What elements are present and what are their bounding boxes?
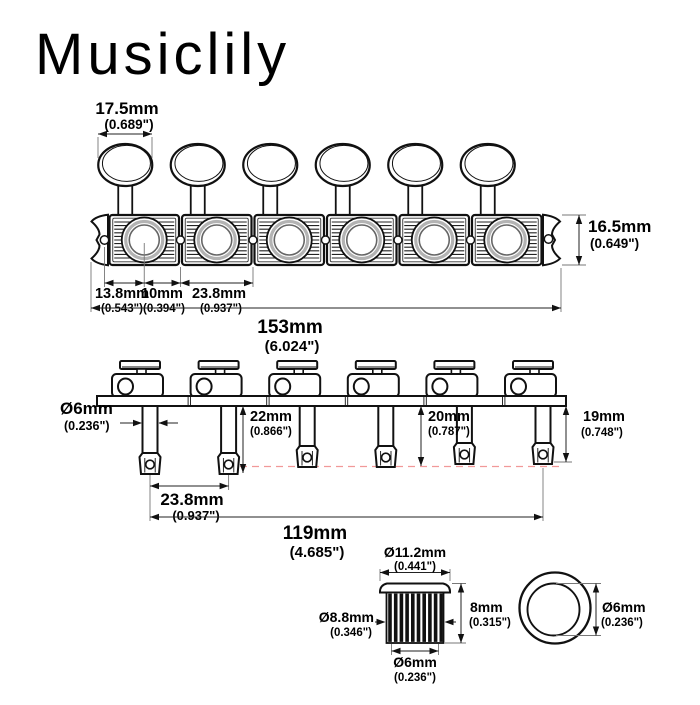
tuner-top-3: [241, 142, 326, 267]
tuner-top-5: [386, 142, 471, 267]
dim-post-height-20: 20mm (0.787"): [417, 406, 470, 466]
dim-bushing-head-in: (0.441"): [394, 561, 436, 573]
plate-end-screw-left: [99, 235, 110, 245]
dim-post-height-22-in: (0.866"): [250, 426, 292, 438]
dim-plate-height-mm: 16.5mm: [588, 217, 651, 236]
tuner-top-4: [314, 142, 399, 267]
dim-segment-width-in: (0.937"): [200, 303, 242, 315]
tuner-front-5: [425, 360, 479, 398]
dim-bushing-height-in: (0.315"): [469, 617, 511, 629]
top-view: [90, 142, 562, 267]
dim-button-width-in: (0.689"): [104, 117, 153, 132]
bushing-cap: [379, 582, 451, 594]
string-post-4: [374, 405, 398, 468]
dim-button-width-mm: 17.5mm: [95, 99, 158, 118]
bushing-side-view: [379, 582, 451, 644]
string-post-2: [217, 405, 241, 475]
dim-post-diameter-in: (0.236"): [64, 419, 110, 433]
tuner-top-1: [96, 142, 181, 267]
dim-post-height-20-in: (0.787"): [428, 426, 470, 438]
dim-bushing-body-in: (0.346"): [330, 627, 372, 639]
dim-post-spacing-mm: 23.8mm: [160, 490, 223, 509]
string-post-5: [452, 405, 476, 465]
dim-bushing-height-mm: 8mm: [470, 599, 503, 615]
tuner-front-4: [346, 360, 400, 398]
dim-bushing-top-bore-in: (0.236"): [601, 617, 643, 629]
dim-span-in: (4.685"): [290, 544, 345, 561]
dim-bushing-head-mm: Ø11.2mm: [384, 544, 446, 560]
dim-screw-offset-mm: 13.8mm: [95, 286, 149, 302]
tuner-top-6: [459, 142, 544, 267]
tuner-front-6: [504, 360, 557, 398]
dim-bushing-top-bore: Ø6mm (0.236"): [556, 583, 646, 636]
dim-segment-width-mm: 23.8mm: [192, 286, 246, 302]
dim-screw-offset-in: (0.543"): [101, 303, 143, 315]
dim-bushing-bore-mm: Ø6mm: [393, 654, 437, 670]
dim-post-diameter-mm: Ø6mm: [60, 399, 113, 418]
string-post-1: [138, 405, 162, 475]
dim-post-height-19: 19mm (0.748"): [554, 406, 625, 463]
dim-bushing-head: Ø11.2mm (0.441"): [379, 544, 451, 581]
plate-bar-divisions: [187, 396, 506, 406]
dim-post-height-20-mm: 20mm: [428, 409, 470, 425]
bushing-top-view: [518, 571, 592, 645]
tuner-front-3: [268, 360, 322, 398]
bushing-knurling: [388, 593, 443, 642]
dim-hole-offset-mm: 10mm: [141, 286, 183, 302]
dim-post-height-19-in: (0.748"): [581, 427, 623, 439]
dim-top-offsets: 13.8mm (0.543") 10mm (0.394") 23.8mm (0.…: [95, 243, 254, 315]
string-post-3: [295, 405, 319, 468]
dim-button-width: 17.5mm (0.689"): [95, 99, 159, 158]
mounting-plate-bar: [96, 395, 567, 407]
string-post-6: [531, 405, 555, 465]
dim-bushing-top-bore-mm: Ø6mm: [602, 599, 646, 615]
plate-end-screw-right: [543, 234, 554, 244]
dim-post-height-22: 22mm (0.866"): [239, 406, 292, 473]
dim-bushing-body: Ø8.8mm (0.346"): [319, 609, 456, 639]
dim-span-mm: 119mm: [283, 523, 347, 544]
brand-logo: Musiclily: [35, 22, 290, 87]
dim-total-length-in: (6.024"): [265, 338, 320, 355]
dim-bushing-height: 8mm (0.315"): [445, 583, 511, 644]
tuner-top-2: [169, 142, 254, 267]
tuner-front-2: [189, 360, 243, 398]
dim-post-height-22-mm: 22mm: [250, 409, 292, 425]
dim-span: 119mm (4.685"): [150, 468, 544, 561]
plate-division-screws: [175, 235, 476, 245]
tuner-front-1: [111, 360, 164, 398]
dim-post-height-19-mm: 19mm: [583, 409, 625, 425]
dim-bushing-bore-in: (0.236"): [394, 672, 436, 684]
dim-hole-offset-in: (0.394"): [143, 303, 185, 315]
dim-bushing-body-mm: Ø8.8mm: [319, 609, 374, 625]
dim-post-spacing: 23.8mm (0.937"): [149, 475, 230, 523]
dim-bushing-bore: Ø6mm (0.236"): [391, 644, 439, 684]
dim-post-spacing-in: (0.937"): [172, 508, 219, 523]
dim-plate-height-in: (0.649"): [590, 236, 639, 251]
dim-total-length-mm: 153mm: [257, 317, 323, 338]
dim-post-diameter: Ø6mm (0.236"): [60, 399, 178, 433]
dim-total-length: 153mm (6.024"): [90, 262, 562, 355]
dim-plate-height: 16.5mm (0.649"): [562, 214, 651, 266]
front-view: [96, 360, 567, 475]
bushing-inner-circle: [526, 582, 581, 637]
